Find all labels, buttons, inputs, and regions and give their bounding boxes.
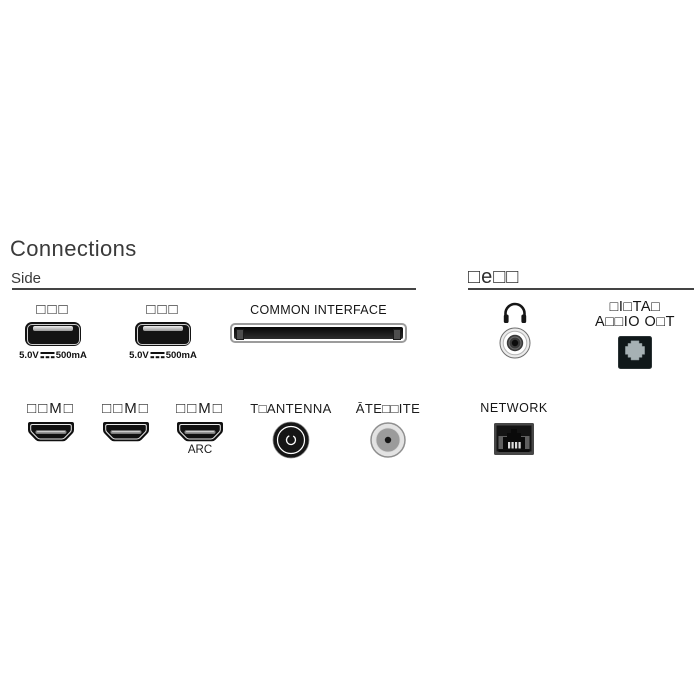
tv-antenna-label: T□ANTENNA [250, 401, 332, 416]
hdmi-port-2-group: □□M□ [101, 400, 151, 443]
rear-section-divider [468, 288, 694, 290]
common-interface-group: COMMON INTERFACE [230, 303, 407, 343]
digital-audio-out-label-line1: □I□TA□ [609, 299, 661, 315]
hdmi-port-1-group: □□M□ [26, 400, 76, 443]
usb-port-2-group: □□□ 5.0V 500mA [121, 301, 205, 361]
page-title: Connections [10, 236, 137, 261]
digital-audio-out-label-line2: A□□IO O□T [595, 314, 675, 330]
usb-port-2-rating: 5.0V 500mA [121, 350, 205, 361]
hdmi-port-3-label: □□M□ [176, 400, 224, 417]
usb-port-icon [25, 322, 81, 346]
network-label: NETWORK [480, 401, 548, 415]
antenna-coax-port-icon [272, 421, 310, 459]
dc-symbol-icon [150, 352, 165, 359]
headphones-icon [503, 302, 527, 323]
ethernet-port-icon [494, 423, 534, 455]
hdmi-port-icon [28, 422, 74, 442]
satellite-group: ĀTE□□ITE [348, 402, 428, 458]
section-heading-rear: □e□□ [468, 266, 520, 288]
usb-rating-current: 500mA [55, 350, 87, 361]
hdmi-port-3-group: □□M□ ARC [175, 400, 225, 456]
section-heading-side: Side [11, 270, 42, 287]
tv-antenna-group: T□ANTENNA [246, 402, 336, 459]
hdmi-arc-label: ARC [187, 444, 213, 456]
side-section-divider [12, 288, 416, 290]
usb-port-1-group: □□□ 5.0V 500mA [11, 301, 95, 361]
usb-port-1-rating: 5.0V 500mA [11, 350, 95, 361]
dc-symbol-icon [40, 352, 55, 359]
optical-audio-port-icon [618, 336, 652, 369]
usb-port-icon [135, 322, 191, 346]
digital-audio-out-group: □I□TA□ A□□IO O□T [584, 300, 686, 369]
hdmi-port-icon [177, 422, 223, 442]
usb-rating-current: 500mA [165, 350, 197, 361]
hdmi-port-icon [103, 422, 149, 442]
usb-port-2-label: □□□ [146, 301, 180, 318]
hdmi-port-1-label: □□M□ [27, 400, 75, 417]
satellite-label: ĀTE□□ITE [355, 401, 421, 416]
satellite-coax-port-icon [370, 422, 406, 458]
common-interface-slot-icon [230, 323, 407, 343]
common-interface-label: COMMON INTERFACE [250, 303, 387, 317]
usb-rating-voltage: 5.0V [19, 350, 39, 361]
network-group: NETWORK [478, 402, 550, 455]
common-interface-slot-opening [234, 327, 403, 340]
hdmi-port-2-label: □□M□ [102, 400, 150, 417]
headphones-group [496, 302, 534, 359]
usb-rating-voltage: 5.0V [129, 350, 149, 361]
usb-port-1-label: □□□ [36, 301, 70, 318]
headphone-jack-icon [499, 327, 531, 359]
